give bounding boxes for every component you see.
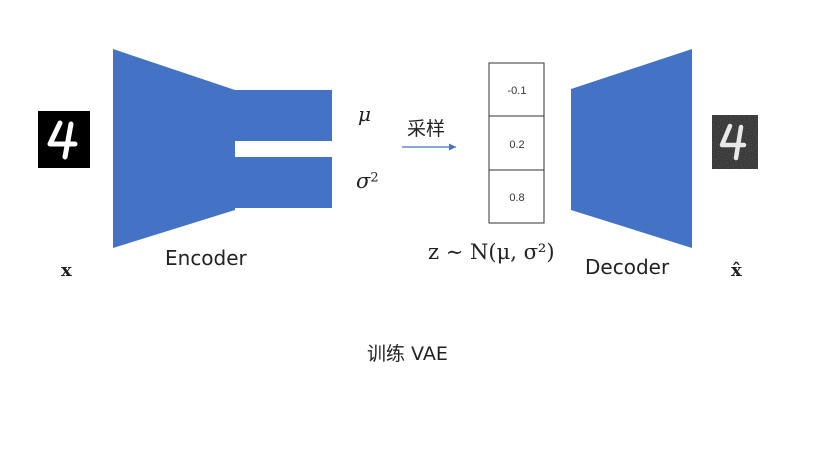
latent-cell (488, 115, 545, 171)
latent-formula: z ∼ N(μ, σ²) (428, 240, 555, 264)
input-digit-image (38, 111, 90, 168)
decoder-label: Decoder (585, 255, 670, 279)
decoder-block (571, 49, 692, 248)
mu-label: μ (358, 102, 371, 126)
caption: 训练 VAE (367, 343, 448, 365)
latent-value: 0.2 (509, 139, 524, 151)
encoder-block (113, 49, 235, 248)
latent-vector: -0.1 0.2 0.8 (488, 62, 545, 224)
sampling-label: 采样 (407, 118, 446, 140)
sigma-output-block (235, 157, 332, 208)
latent-value: 0.8 (509, 192, 524, 204)
sigma-exponent: 2 (370, 170, 379, 186)
sigma-symbol: σ (356, 169, 371, 193)
output-label: x̂ (731, 260, 742, 281)
input-digit-stroke (47, 120, 78, 160)
latent-value: -0.1 (508, 85, 527, 97)
encoder-label: Encoder (165, 246, 247, 270)
output-digit-stroke (719, 123, 747, 161)
output-digit-image (712, 115, 758, 169)
input-label: x (61, 260, 72, 281)
mu-output-block (235, 90, 332, 141)
latent-cell (488, 169, 545, 224)
sigma-label: σ2 (356, 171, 379, 192)
